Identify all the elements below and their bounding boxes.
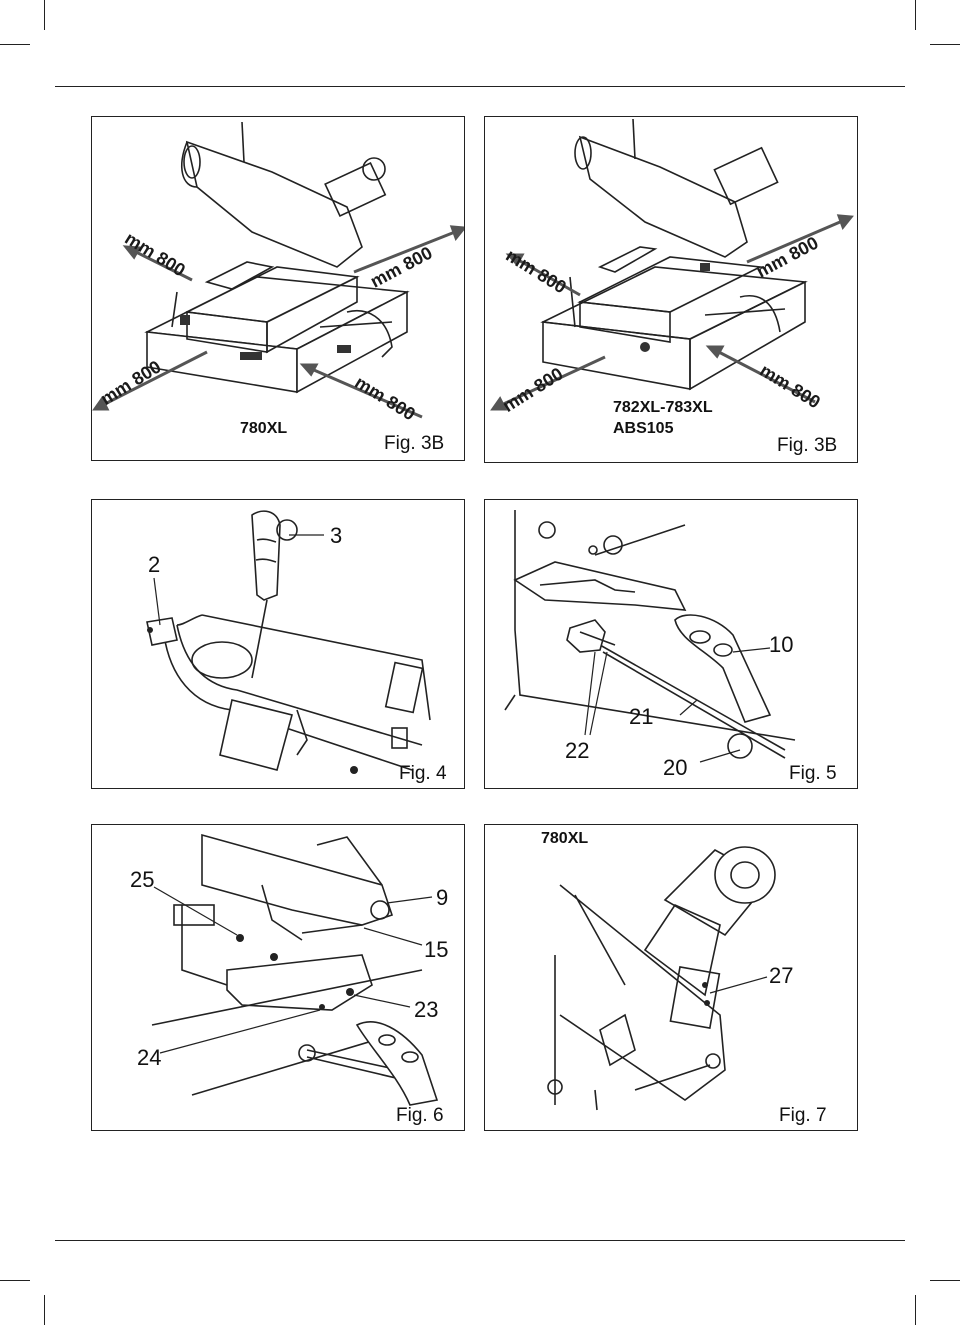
- header-rule: [55, 86, 905, 87]
- footer-rule: [55, 1240, 905, 1241]
- figure-panel-4: 2 3 Fig. 4: [91, 499, 465, 789]
- crop-mark: [0, 1280, 30, 1281]
- callout-number: 27: [769, 963, 794, 988]
- model-label: 782XL-783XL: [613, 399, 713, 416]
- callout-number: 24: [137, 1045, 162, 1070]
- figure-panel-6: 25 9 15 23 24 Fig. 6: [91, 824, 465, 1131]
- crop-mark: [44, 0, 45, 30]
- model-label: ABS105: [613, 420, 674, 437]
- figure-caption: Fig. 6: [396, 1105, 444, 1126]
- model-label: 780XL: [240, 420, 288, 437]
- figure-panel-3b-782xl: mm 800 mm 800 mm 800 mm 800 782XL-783XL …: [484, 116, 858, 463]
- crop-mark: [930, 1280, 960, 1281]
- figure-caption: Fig. 3B: [384, 433, 445, 454]
- callout-number: 20: [663, 755, 688, 780]
- crop-mark: [915, 1295, 916, 1325]
- material-stop-illustration: [504, 510, 796, 763]
- crop-mark: [0, 44, 30, 45]
- figure-panel-5: 10 21 22 20 Fig. 5: [484, 499, 858, 789]
- motor-switch-illustration: [547, 846, 776, 1111]
- bandsaw-clearance-illustration: [92, 121, 464, 419]
- blade-tension-illustration: [146, 510, 431, 774]
- vise-adjustment-illustration: [151, 833, 439, 1106]
- model-label: 780XL: [541, 830, 589, 847]
- figure-panel-7: 780XL 27 Fig. 7: [484, 824, 858, 1131]
- callout-number: 23: [414, 997, 439, 1022]
- crop-mark: [44, 1295, 45, 1325]
- figure-caption: Fig. 7: [779, 1105, 827, 1126]
- callout-number: 2: [148, 552, 161, 577]
- callout-number: 25: [130, 867, 155, 892]
- figure-caption: Fig. 4: [399, 763, 447, 784]
- callout-number: 21: [629, 704, 654, 729]
- figure-caption: Fig. 3B: [777, 435, 838, 456]
- callout-number: 3: [330, 523, 343, 548]
- crop-mark: [915, 0, 916, 30]
- figure-panel-3b-780xl: mm 800 mm 800 mm 800 mm 800 780XL Fig. 3…: [91, 116, 465, 461]
- callout-number: 15: [424, 937, 449, 962]
- callout-number: 10: [769, 632, 794, 657]
- bandsaw-clearance-illustration: [490, 118, 854, 411]
- callout-number: 22: [565, 738, 590, 763]
- figure-caption: Fig. 5: [789, 763, 837, 784]
- crop-mark: [930, 44, 960, 45]
- callout-number: 9: [436, 885, 449, 910]
